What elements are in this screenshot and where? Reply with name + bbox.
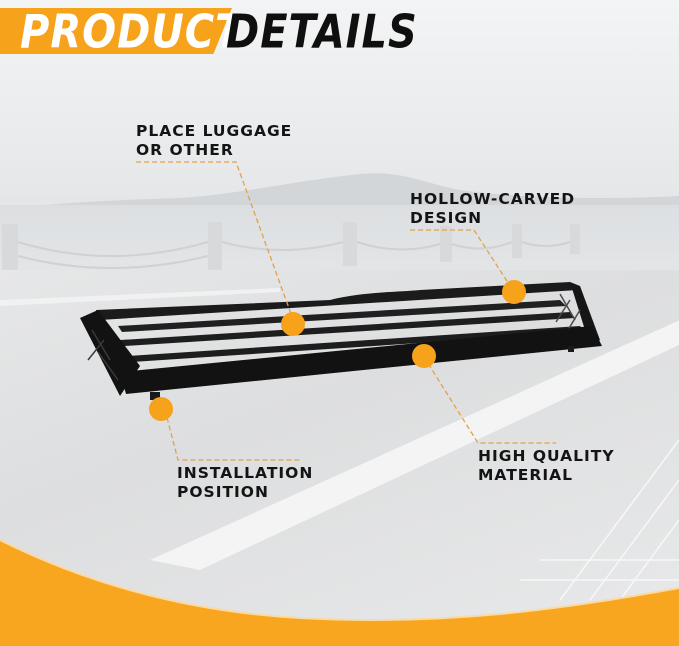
footer-orange-wave <box>0 540 679 646</box>
callout-line1: HIGH QUALITY <box>478 447 615 465</box>
callout-line1: HOLLOW-CARVED <box>410 190 576 208</box>
callout-high-quality: HIGH QUALITY MATERIAL <box>478 447 615 485</box>
page-header: PRODUCT DETAILS <box>0 0 679 60</box>
callout-place-luggage: PLACE LUGGAGE OR OTHER <box>136 122 292 160</box>
callout-line2: POSITION <box>177 483 269 501</box>
callout-marker-hollow-carved <box>502 280 526 304</box>
callout-line2: MATERIAL <box>478 466 573 484</box>
callout-marker-installation <box>149 397 173 421</box>
callout-line1: PLACE LUGGAGE <box>136 122 293 140</box>
header-orange-band <box>0 8 232 54</box>
callout-installation: INSTALLATION POSITION <box>177 464 313 502</box>
callout-hollow-carved: HOLLOW-CARVED DESIGN <box>410 190 575 228</box>
title-rest: DETAILS <box>226 5 418 59</box>
callout-line2: OR OTHER <box>136 141 234 159</box>
callout-marker-high-quality <box>412 344 436 368</box>
title-highlight: PRODUCT <box>20 5 244 59</box>
callout-line1: INSTALLATION <box>177 464 314 482</box>
callout-marker-place-luggage <box>281 312 305 336</box>
callout-line2: DESIGN <box>410 209 483 227</box>
